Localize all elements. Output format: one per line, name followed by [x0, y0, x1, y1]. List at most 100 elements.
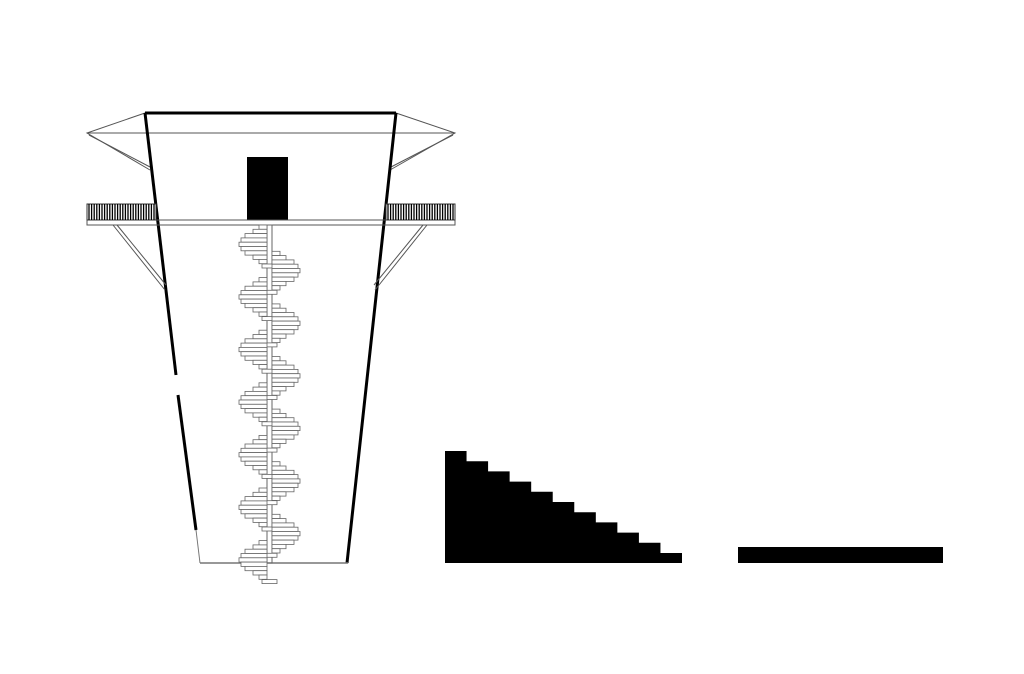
stair-tread — [252, 439, 268, 445]
stair-tread — [258, 574, 268, 580]
stair-tread — [244, 338, 268, 344]
stair-tread — [271, 373, 301, 379]
stair-tread — [238, 399, 268, 405]
stair-tread — [271, 531, 301, 537]
stair-tread — [252, 254, 268, 260]
stair-flight — [261, 303, 301, 348]
stair-tread — [258, 469, 268, 475]
stair-flight — [238, 329, 278, 374]
stair-tread — [258, 364, 268, 370]
stair-tread — [258, 329, 268, 335]
stair-tread — [258, 416, 268, 422]
stair-tread — [271, 518, 287, 524]
stair-tread — [271, 312, 295, 318]
stair-tread — [271, 307, 287, 313]
stair-tread — [271, 495, 281, 501]
left-brace-inner — [116, 224, 167, 286]
stair-tread — [271, 474, 299, 480]
stair-tread — [271, 548, 281, 554]
stair-tread — [271, 324, 299, 331]
stair-tread — [252, 281, 268, 287]
stair-tread — [271, 461, 281, 467]
stair-tread — [240, 456, 268, 462]
tower-left-wall — [143, 112, 178, 376]
stair-tread — [271, 368, 299, 375]
stair-tread — [240, 298, 268, 304]
stair-tread — [271, 276, 295, 282]
stair-flight — [238, 487, 278, 532]
stair-tread — [252, 307, 268, 313]
right-railing — [385, 203, 456, 221]
stair-tread — [271, 320, 301, 326]
stair-tread — [271, 469, 295, 475]
stair-tread — [238, 346, 268, 353]
stair-tread — [271, 434, 295, 440]
left-brace — [112, 224, 166, 291]
stair-tread — [238, 557, 268, 563]
stair-tread — [271, 285, 281, 291]
stair-flight — [238, 224, 278, 269]
stair-tread — [240, 237, 268, 243]
stair-flight — [238, 382, 278, 427]
stair-tread — [271, 329, 295, 335]
stair-tread — [244, 390, 268, 397]
stair-tread — [238, 504, 268, 510]
stair-tread — [244, 250, 268, 256]
stair-tread — [271, 491, 287, 497]
stair-tread — [271, 487, 295, 493]
stair-flight — [238, 434, 278, 479]
tower-body — [143, 111, 398, 564]
stair-tread — [240, 395, 268, 401]
stair-tread — [271, 390, 281, 396]
door-opening — [247, 157, 288, 220]
stair-tread — [271, 272, 299, 278]
stair-flight — [238, 277, 278, 322]
stair-tread — [252, 544, 268, 550]
stair-tread — [244, 566, 268, 572]
stair-tread — [244, 233, 268, 239]
stair-tread — [240, 246, 268, 252]
tower-right-wall — [345, 112, 398, 564]
stair-tread — [271, 539, 295, 545]
stair-tread — [258, 277, 268, 283]
stair-tread — [271, 430, 299, 436]
stair-tread — [244, 513, 268, 519]
stair-tread — [240, 403, 268, 409]
stair-tread — [240, 290, 268, 296]
stair-tread — [258, 540, 268, 546]
stair-tread — [258, 258, 268, 265]
roof-left-overhang — [85, 112, 151, 171]
stair-tread — [271, 360, 287, 366]
stair-tread — [271, 526, 299, 532]
stair-tread — [238, 294, 268, 300]
stair-flight — [261, 513, 301, 558]
stair-tread — [271, 421, 299, 427]
stair-tread — [271, 259, 295, 265]
right-brace-inner — [373, 224, 424, 286]
stair-tread — [271, 381, 295, 387]
stair-tread — [271, 408, 281, 414]
stair-tread — [244, 443, 268, 449]
tower-left-wall-lower — [176, 394, 198, 531]
stair-tread — [252, 517, 268, 523]
stair-tread — [258, 434, 268, 441]
stair-tread — [244, 408, 268, 414]
right-brace — [374, 224, 428, 291]
stair-tread — [252, 465, 268, 471]
stair-tread — [258, 522, 268, 528]
stair-tread — [252, 570, 268, 576]
stair-tread — [240, 342, 268, 348]
stair-tread — [271, 478, 301, 484]
stair-tread — [252, 491, 268, 497]
stair-tread — [271, 377, 299, 383]
stair-tread — [271, 535, 299, 541]
stair-tread — [271, 316, 299, 322]
stair-tread — [252, 228, 268, 235]
stair-tread — [240, 447, 268, 453]
stair-tread — [258, 382, 268, 388]
stair-tread — [271, 513, 281, 519]
stair-tread — [240, 500, 268, 506]
stair-center-pole — [266, 224, 273, 564]
stair-tread — [271, 333, 287, 339]
